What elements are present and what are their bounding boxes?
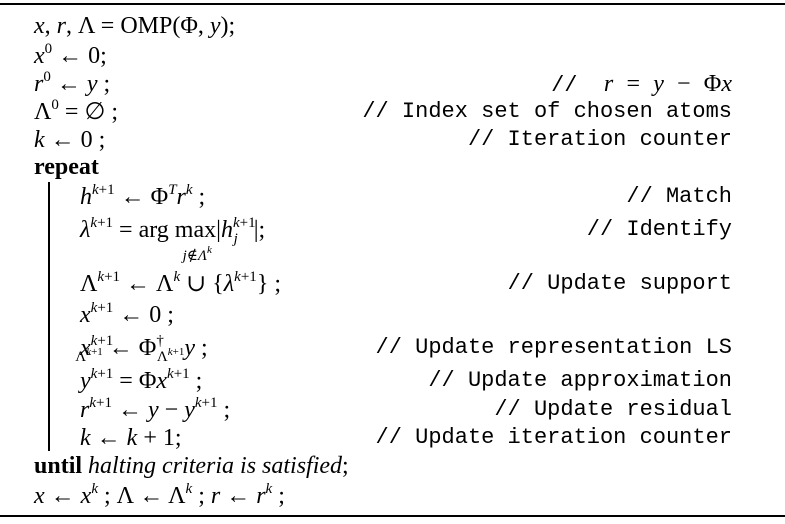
line-5-comment: // Iteration counter bbox=[467, 127, 732, 152]
line-16-code: x ← xk ; Λ ← Λk ; r ← rk ; bbox=[34, 481, 285, 510]
algorithm-line-4: Λ0 = ∅ ; // Index set of chosen atoms bbox=[0, 98, 785, 126]
bottom-rule bbox=[0, 515, 785, 517]
line-4-code: Λ0 = ∅ ; bbox=[34, 97, 119, 126]
line-7-code: hk+1 ← ΦTrk ; bbox=[80, 182, 206, 211]
algorithm-line-12: yk+1 = Φxk+1 ; // Update approximation bbox=[0, 367, 785, 395]
line-12-comment: // Update approximation bbox=[428, 368, 732, 393]
line-3-code: r0 ← y ; bbox=[34, 69, 111, 98]
line-7-comment: // Match bbox=[626, 184, 732, 209]
algorithm-line-5: k ← 0 ; // Iteration counter bbox=[0, 126, 785, 154]
until-keyword: until bbox=[34, 453, 83, 479]
line-11-code: xk+1Λk+1 ← Φ†Λk+1y ; bbox=[75, 333, 208, 365]
line-3-comment: // r = y − Φx bbox=[551, 71, 732, 98]
halting-condition: halting criteria is satisfied bbox=[88, 453, 343, 479]
algorithm-line-3: r0 ← y ; // r = y − Φx bbox=[0, 69, 785, 99]
line-1-code: x, r, Λ = OMP(Φ, y); bbox=[34, 13, 236, 39]
line-8-comment: // Identify bbox=[586, 217, 732, 242]
line-9-comment: // Update support bbox=[507, 271, 732, 296]
algorithm-line-13: rk+1 ← y − yk+1 ; // Update residual bbox=[0, 396, 785, 424]
line-11-comment: // Update representation LS bbox=[375, 335, 732, 360]
algorithm-line-14: k ← k + 1; // Update iteration counter bbox=[0, 424, 785, 452]
repeat-keyword: repeat bbox=[34, 154, 99, 180]
line-9-code: Λk+1 ← Λk ∪ {λk+1} ; bbox=[80, 269, 281, 298]
algorithm-line-1: x, r, Λ = OMP(Φ, y); bbox=[0, 12, 785, 40]
algorithm-line-16: x ← xk ; Λ ← Λk ; r ← rk ; bbox=[0, 482, 785, 510]
algorithm-line-11: xk+1Λk+1 ← Φ†Λk+1y ; // Update represent… bbox=[0, 333, 785, 365]
algorithm-line-9: Λk+1 ← Λk ∪ {λk+1} ; // Update support bbox=[0, 270, 785, 298]
loop-body-bar bbox=[48, 182, 50, 451]
line-14-comment: // Update iteration counter bbox=[375, 425, 732, 450]
algorithm-line-6: repeat bbox=[0, 153, 785, 181]
line-12-code: yk+1 = Φxk+1 ; bbox=[80, 366, 203, 395]
line-10-code: xk+1 ← 0 ; bbox=[80, 300, 174, 329]
line-4-comment: // Index set of chosen atoms bbox=[362, 99, 732, 124]
algorithm-line-2: x0 ← 0; bbox=[0, 42, 785, 70]
top-rule bbox=[0, 3, 785, 5]
algorithm-line-7: hk+1 ← ΦTrk ; // Match bbox=[0, 183, 785, 211]
algorithm-line-10: xk+1 ← 0 ; bbox=[0, 301, 785, 329]
algorithm-line-15: until halting criteria is satisfied; bbox=[0, 452, 785, 480]
line-15-code: until halting criteria is satisfied; bbox=[34, 453, 349, 479]
line-5-code: k ← 0 ; bbox=[34, 127, 106, 153]
line-13-comment: // Update residual bbox=[494, 397, 732, 422]
line-14-code: k ← k + 1; bbox=[80, 425, 182, 451]
line-2-code: x0 ← 0; bbox=[34, 41, 107, 70]
line-13-code: rk+1 ← y − yk+1 ; bbox=[80, 395, 231, 424]
